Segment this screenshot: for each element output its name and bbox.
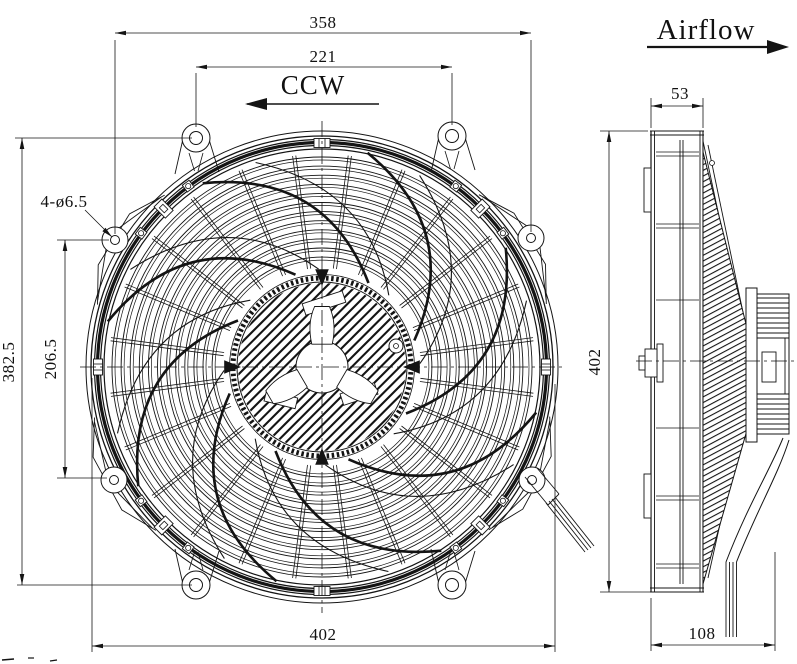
- dim-side-height: 402: [585, 349, 604, 376]
- dim-front-overall-width: 402: [310, 625, 337, 644]
- front-view: [80, 121, 595, 613]
- dim-front-ear-width: 221: [310, 47, 337, 66]
- dim-front-mount-height: 206.5: [41, 339, 60, 380]
- dim-side-total-depth: 108: [689, 624, 716, 643]
- dim-front-mount-width: 358: [310, 13, 337, 32]
- side-view: [636, 130, 795, 637]
- dimension-lines: [1, 30, 789, 662]
- dim-side-frame-depth: 53: [671, 84, 689, 103]
- label-mount-holes: 4-ø6.5: [41, 192, 88, 211]
- label-airflow: Airflow: [657, 14, 756, 46]
- labels: 358 221 CCW Airflow 53 4-ø6.5 382.5 206.…: [0, 13, 756, 644]
- label-rotation-ccw: CCW: [281, 70, 346, 100]
- dim-front-ear-height: 382.5: [0, 342, 18, 383]
